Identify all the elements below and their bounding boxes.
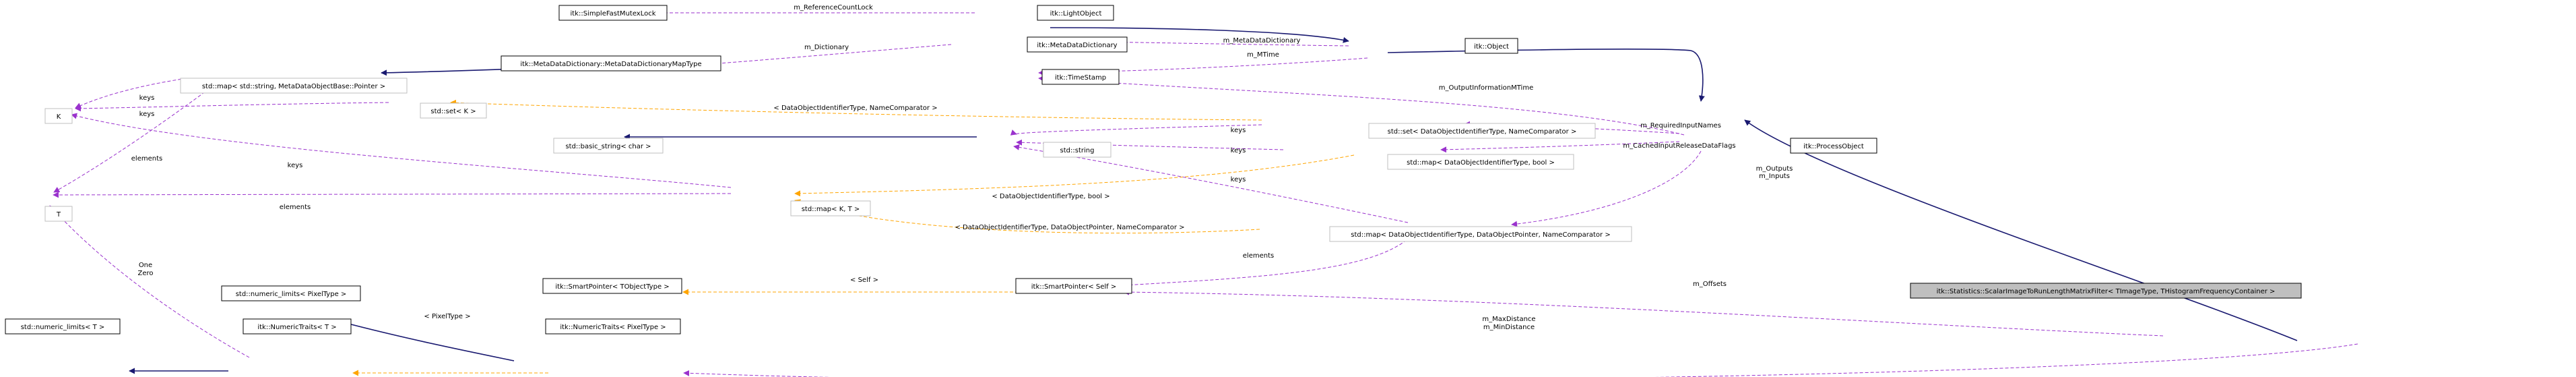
edge-object-to-processobject <box>1387 49 1705 102</box>
label-m-inputs: m_Inputs <box>1759 173 1790 180</box>
node-basic-string[interactable]: std::basic_string< char > <box>553 138 664 154</box>
svg-text:itk::SimpleFastMutexLock: itk::SimpleFastMutexLock <box>570 10 655 18</box>
node-process-object[interactable]: itk::ProcessObject <box>1790 138 1877 154</box>
svg-text:itk::TimeStamp: itk::TimeStamp <box>1055 74 1106 82</box>
node-smart-pointer-self[interactable]: itk::SmartPointer< Self > <box>1015 278 1132 294</box>
label-map-k-t-pointer-template: < DataObjectIdentifierType, DataObjectPo… <box>955 224 1184 231</box>
node-numeric-limits-t[interactable]: std::numeric_limits< T > <box>5 318 121 335</box>
svg-text:std::numeric_limits< PixelType: std::numeric_limits< PixelType > <box>236 291 347 298</box>
label-pixel-type-template: < PixelType > <box>424 313 470 320</box>
edge-t-to-mapstring <box>53 78 223 193</box>
edge-smartpointerself-to-filter <box>1123 289 2164 337</box>
label-elements-map-string: elements <box>131 155 162 163</box>
label-m-output-information-mtime: m_OutputInformationMTime <box>1439 84 1533 92</box>
edge-smartpointer-to-mappointer <box>1123 232 1415 289</box>
label-one: One <box>139 262 152 269</box>
svg-text:itk::NumericTraits< T >: itk::NumericTraits< T > <box>257 324 336 331</box>
edge-timestamp-to-object <box>1038 57 1368 76</box>
node-numeric-limits-pixel[interactable]: std::numeric_limits< PixelType > <box>221 285 361 301</box>
edge-timestamp-to-processobject <box>1038 76 1685 136</box>
label-m-mtime: m_MTime <box>1247 51 1279 59</box>
label-zero: Zero <box>137 270 153 277</box>
svg-text:std::string: std::string <box>1060 147 1095 154</box>
node-time-stamp[interactable]: itk::TimeStamp <box>1041 69 1120 85</box>
label-m-required-input-names: m_RequiredInputNames <box>1640 122 1721 129</box>
edge-string-to-setidentifier <box>1010 124 1262 136</box>
svg-text:T: T <box>56 211 61 219</box>
node-light-object[interactable]: itk::LightObject <box>1037 5 1114 21</box>
svg-text:std::numeric_limits< T >: std::numeric_limits< T > <box>21 324 105 331</box>
node-std-map-k-t[interactable]: std::map< K, T > <box>790 200 871 216</box>
node-std-string[interactable]: std::string <box>1043 142 1112 158</box>
node-smart-pointer-tobjecttype[interactable]: itk::SmartPointer< TObjectType > <box>542 278 682 294</box>
svg-text:itk::ProcessObject: itk::ProcessObject <box>1803 143 1864 150</box>
edge-k-to-mapkt <box>71 113 732 188</box>
node-std-set-identifier[interactable]: std::set< DataObjectIdentifierType, Name… <box>1368 123 1596 139</box>
svg-text:std::map< K, T >: std::map< K, T > <box>802 206 860 213</box>
node-numeric-traits-pixel[interactable]: itk::NumericTraits< PixelType > <box>545 318 681 335</box>
node-k[interactable]: K <box>44 108 73 124</box>
svg-text:itk::Object: itk::Object <box>1474 43 1509 51</box>
node-std-set-k[interactable]: std::set< K > <box>420 103 487 119</box>
node-meta-data-dictionary[interactable]: itk::MetaDataDictionary <box>1027 36 1128 53</box>
edge-mapkt-to-mapidentifierbool <box>794 154 1355 197</box>
edge-t-to-traitst <box>49 205 250 358</box>
edge-numericlimitspixel-to-traitspixel <box>337 319 515 361</box>
svg-text:itk::MetaDataDictionary::MetaD: itk::MetaDataDictionary::MetaDataDiction… <box>520 61 701 68</box>
edge-setk-to-setidentifier <box>450 99 1262 121</box>
svg-text:std::map< DataObjectIdentifier: std::map< DataObjectIdentifierType, bool… <box>1407 159 1555 167</box>
node-scalar-image-filter[interactable]: itk::Statistics::ScalarImageToRunLengthM… <box>1910 283 2302 299</box>
edge-k-to-setk <box>75 102 389 112</box>
node-simple-fast-mutex-lock[interactable]: itk::SimpleFastMutexLock <box>558 5 668 21</box>
label-m-outputs: m_Outputs <box>1756 165 1793 173</box>
svg-text:std::basic_string< char >: std::basic_string< char > <box>565 143 651 150</box>
label-m-cached-input-release-data-flags: m_CachedInputReleaseDataFlags <box>1623 142 1735 150</box>
edge-k-to-mapstring <box>75 78 187 109</box>
label-m-min-distance: m_MinDistance <box>1483 324 1535 331</box>
svg-text:std::set< DataObjectIdentifier: std::set< DataObjectIdentifierType, Name… <box>1388 128 1577 136</box>
label-elements-map-k-t: elements <box>280 204 311 211</box>
svg-text:itk::MetaDataDictionary: itk::MetaDataDictionary <box>1037 42 1117 49</box>
label-m-dictionary: m_Dictionary <box>804 44 849 51</box>
edge-lightobject-to-object <box>1050 27 1349 43</box>
label-keys-map-k-t: keys <box>288 162 303 169</box>
svg-text:K: K <box>57 113 61 121</box>
label-keys-map-identifier-bool: keys <box>1231 147 1246 154</box>
svg-text:itk::SmartPointer< Self >: itk::SmartPointer< Self > <box>1031 283 1116 291</box>
edge-t-to-mapkt <box>53 192 732 198</box>
label-keys-map-identifier-pointer: keys <box>1231 176 1246 183</box>
label-elements-map-identifier-pointer: elements <box>1243 252 1274 260</box>
node-std-map-identifier-pointer[interactable]: std::map< DataObjectIdentifierType, Data… <box>1329 226 1632 242</box>
node-std-map-string-pointer[interactable]: std::map< std::string, MetaDataObjectBas… <box>180 78 408 94</box>
label-m-max-distance: m_MaxDistance <box>1482 316 1535 323</box>
label-keys-set-k: keys <box>139 111 155 118</box>
label-self-template: < Self > <box>850 277 878 284</box>
svg-text:std::map< std::string, MetaDat: std::map< std::string, MetaDataObjectBas… <box>202 83 385 90</box>
node-t[interactable]: T <box>44 206 73 222</box>
label-set-k-template: < DataObjectIdentifierType, NameComparat… <box>773 105 937 112</box>
node-numeric-traits-t[interactable]: itk::NumericTraits< T > <box>243 318 352 335</box>
edge-mappointer-to-processobject <box>1511 150 1702 227</box>
node-object[interactable]: itk::Object <box>1464 38 1518 54</box>
label-m-offsets: m_Offsets <box>1693 281 1727 288</box>
svg-text:itk::SmartPointer< TObjectType: itk::SmartPointer< TObjectType > <box>555 283 669 291</box>
svg-text:itk::Statistics::ScalarImageTo: itk::Statistics::ScalarImageToRunLengthM… <box>1937 288 2276 295</box>
label-m-meta-data-dictionary: m_MetaDataDictionary <box>1223 37 1301 45</box>
svg-text:std::map< DataObjectIdentifier: std::map< DataObjectIdentifierType, Data… <box>1351 231 1610 239</box>
edge-traitspixel-to-filter <box>683 343 2358 377</box>
svg-text:std::set< K >: std::set< K > <box>430 108 476 115</box>
label-keys-set-identifier: keys <box>1231 127 1246 134</box>
label-m-reference-count-lock: m_ReferenceCountLock <box>794 4 873 11</box>
edge-mapkt-to-mappointer <box>794 199 1260 234</box>
svg-text:itk::LightObject: itk::LightObject <box>1050 10 1102 18</box>
node-mdd-map-type[interactable]: itk::MetaDataDictionary::MetaDataDiction… <box>501 55 721 71</box>
svg-text:itk::NumericTraits< PixelType: itk::NumericTraits< PixelType > <box>560 324 666 331</box>
node-std-map-identifier-bool[interactable]: std::map< DataObjectIdentifierType, bool… <box>1387 154 1574 170</box>
label-map-k-t-bool-template: < DataObjectIdentifierType, bool > <box>992 193 1109 200</box>
label-keys-map-string: keys <box>139 94 155 102</box>
